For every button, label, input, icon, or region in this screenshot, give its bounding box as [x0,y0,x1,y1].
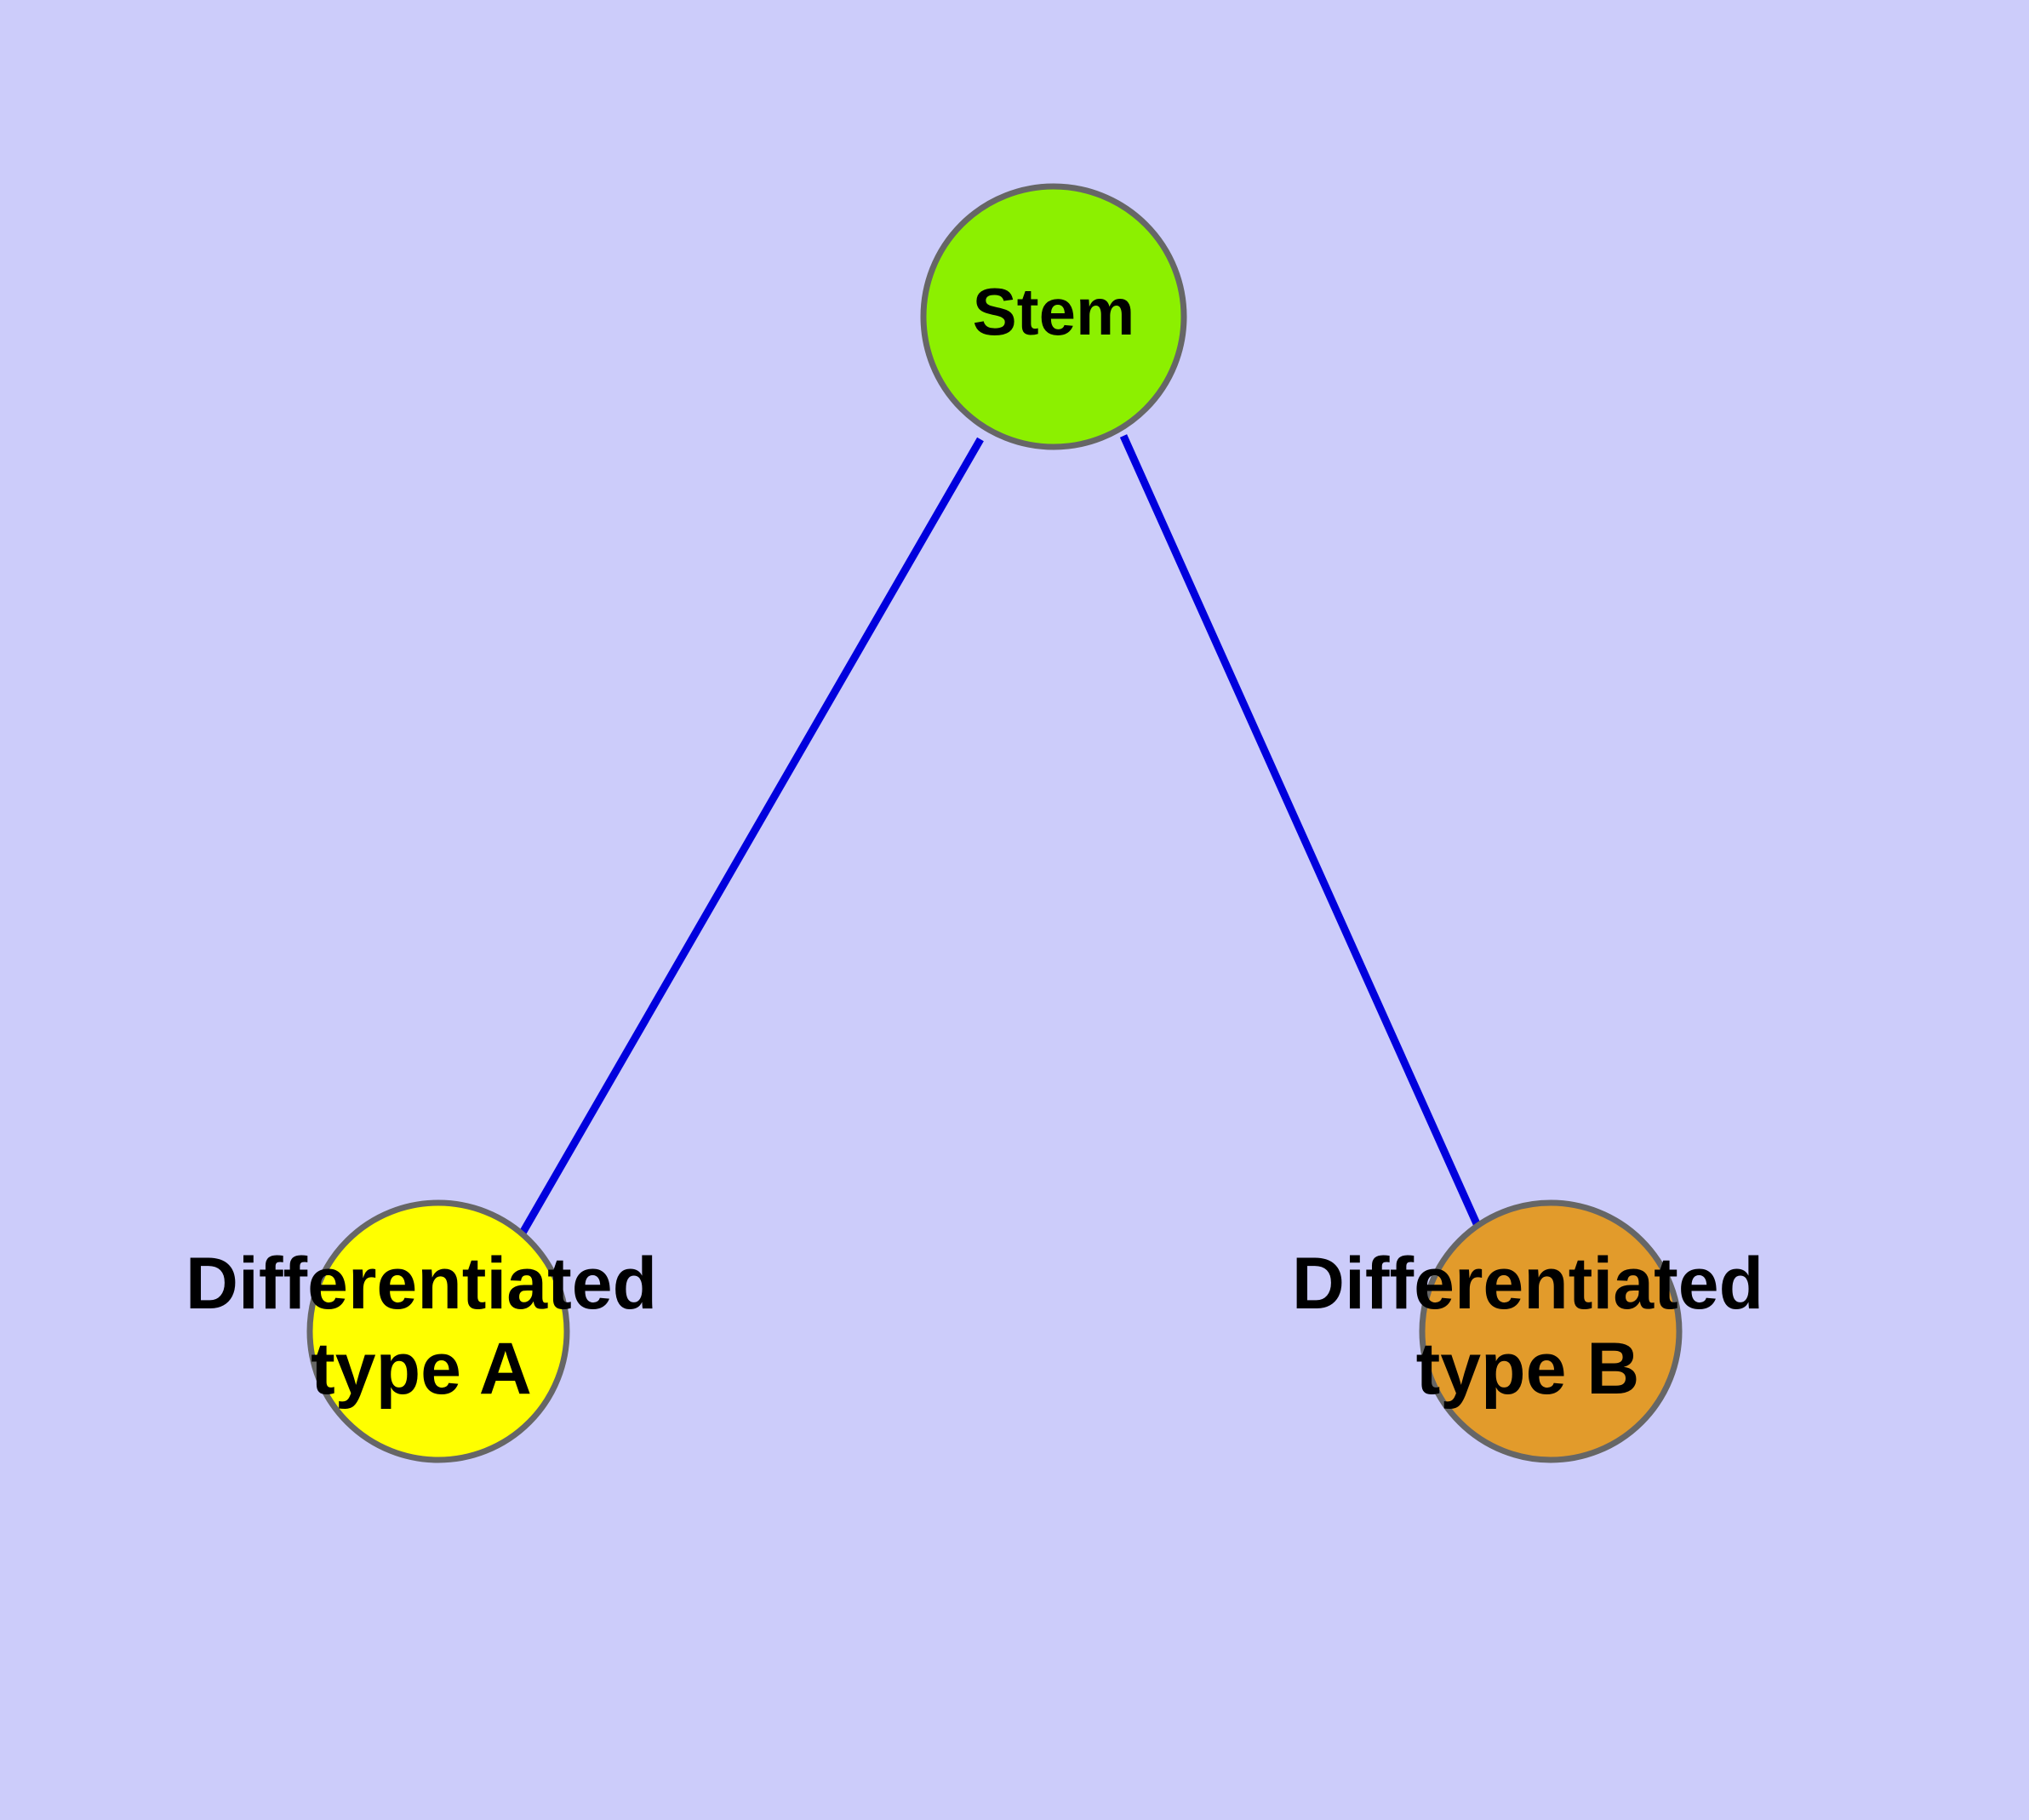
edge-layer [518,434,1483,1237]
node-stem-circle[interactable] [920,183,1187,450]
node-stem[interactable]: Stem [920,183,1187,450]
edge-stem-to-diff-b[interactable] [1119,434,1483,1229]
node-differentiated-type-b-circle[interactable] [1419,1199,1683,1463]
edge-stem-to-diff-a[interactable] [518,437,984,1237]
node-stem-label: Stem [973,274,1135,349]
node-differentiated-type-a-circle[interactable] [306,1199,570,1463]
